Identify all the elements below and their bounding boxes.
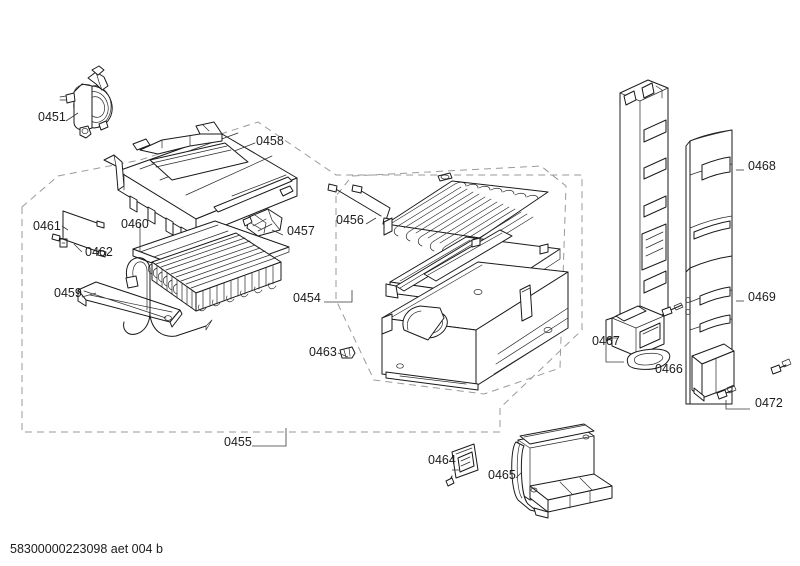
part-0461-sensor-probe-bracket	[59, 210, 105, 248]
label-0459: 0459	[54, 286, 82, 300]
label-0472: 0472	[755, 396, 783, 410]
part-0457-tube-connector-clamp	[242, 208, 283, 237]
group-boundary-0454	[335, 165, 567, 395]
label-0451: 0451	[38, 110, 66, 124]
label-0466: 0466	[655, 362, 683, 376]
part-0472-mounting-screws	[716, 358, 792, 410]
label-0461: 0461	[33, 219, 61, 233]
label-0469: 0469	[748, 290, 776, 304]
part-0459-drain-heater-channel	[77, 257, 213, 337]
footer-caption: 58300000223098 aet 004 b	[10, 542, 163, 556]
footer-text: 58300000223098 aet 004 b	[10, 542, 163, 556]
label-0463: 0463	[309, 345, 337, 359]
label-0468: 0468	[748, 159, 776, 173]
part-0451-fan-motor-assembly	[59, 65, 113, 139]
part-0462-defrost-sensor-rod	[51, 233, 107, 258]
part-number-labels: 0451 0458 0461 0460 0457 0462 0456 0459 …	[33, 110, 783, 482]
label-0465: 0465	[488, 468, 516, 482]
part-0468-inner-panel-left	[619, 79, 669, 327]
part-0454-lower-housing	[381, 261, 569, 391]
part-0458-evaporator-cover-housing	[103, 121, 298, 252]
part-0467-lamp-housing-bracket	[605, 302, 684, 357]
label-0467: 0467	[592, 334, 620, 348]
label-0454: 0454	[293, 291, 321, 305]
label-0456: 0456	[336, 213, 364, 227]
label-0460: 0460	[121, 217, 149, 231]
label-0457: 0457	[287, 224, 315, 238]
part-0464-cover-plate	[445, 443, 479, 487]
label-0455: 0455	[224, 435, 252, 449]
leader-lines	[61, 112, 744, 479]
part-0466-lamp-lens-gasket	[626, 348, 671, 370]
leader-0467-0466	[605, 337, 624, 363]
part-0463-retaining-clip	[339, 346, 356, 359]
label-0462: 0462	[85, 245, 113, 259]
part-0468-0469-door-liner-right	[685, 129, 735, 405]
part-evaporator-coil	[147, 232, 282, 312]
part-0465-shelf-support-bracket	[511, 423, 613, 519]
label-0458: 0458	[256, 134, 284, 148]
label-0464: 0464	[428, 453, 456, 467]
group-boundary-0455	[21, 121, 583, 433]
part-0454-upper-evaporator	[383, 172, 549, 262]
